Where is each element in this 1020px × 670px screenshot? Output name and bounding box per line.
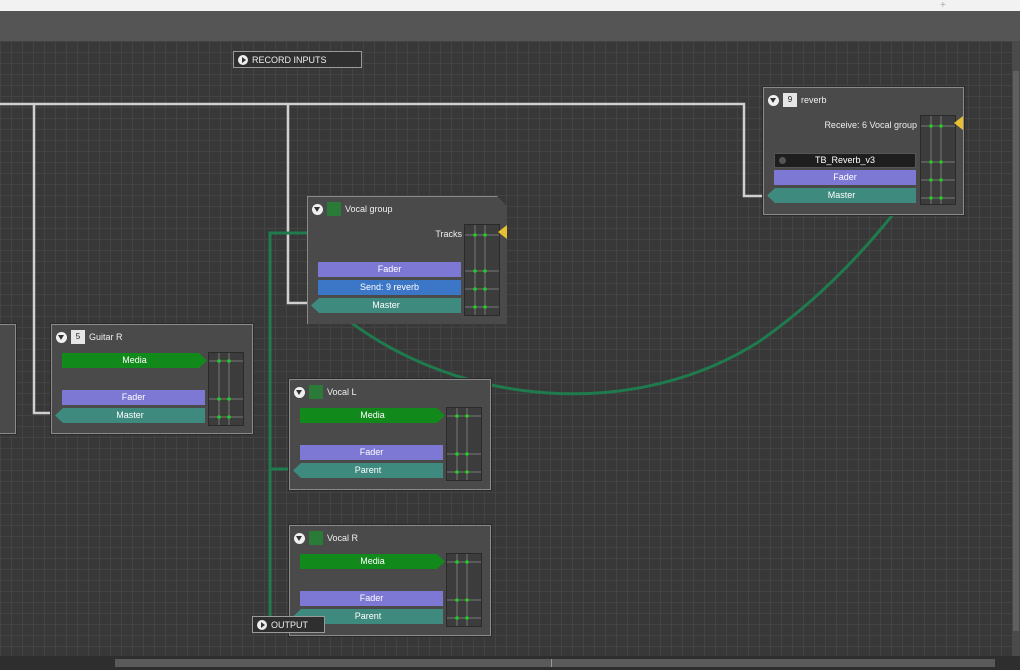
master-pin[interactable]: Master [55,408,205,423]
routing-matrix[interactable] [446,407,482,481]
media-pin[interactable]: Media [300,408,445,423]
window-top-strip: + [0,0,1020,11]
routing-matrix[interactable] [464,224,500,316]
track-color-badge [327,202,341,216]
vertical-scroll-thumb[interactable] [1013,71,1019,631]
receive-label: Receive: 6 Vocal group [824,120,917,130]
plugin-slot[interactable]: TB_Reverb_v3 [774,153,916,168]
output-arrow-icon [954,116,963,130]
matrix-grid [465,225,499,315]
crosshair-cursor-icon: + [940,0,946,11]
fader-pin[interactable]: Fader [774,170,916,185]
track-color-badge [309,531,323,545]
fader-pin[interactable]: Fader [62,390,205,405]
routing-matrix[interactable] [920,115,956,205]
play-icon [257,619,267,630]
media-pin[interactable]: Media [300,554,445,569]
node-vocal-r[interactable]: Vocal R Media Fader Parent [289,525,491,636]
fader-pin[interactable]: Fader [318,262,461,277]
node-header: Vocal group [312,201,393,217]
vertical-scrollbar[interactable] [1012,41,1020,656]
collapse-icon[interactable] [294,386,305,398]
node-vocal-l[interactable]: Vocal L Media Fader Parent [289,379,491,490]
collapse-icon[interactable] [294,532,305,544]
fader-pin[interactable]: Fader [300,591,443,606]
master-pin[interactable]: Master [311,298,461,313]
parent-pin[interactable]: Parent [293,463,443,478]
matrix-grid [447,554,481,626]
matrix-grid [447,408,481,480]
collapse-icon[interactable] [312,203,323,215]
send-pin[interactable]: Send: 9 reverb [318,280,461,295]
track-color-badge [309,385,323,399]
node-title: Vocal L [327,387,357,397]
collapse-icon[interactable] [56,331,67,343]
routing-matrix[interactable] [446,553,482,627]
node-reverb[interactable]: 9 reverb Receive: 6 Vocal group TB_Rever… [763,87,964,215]
track-number-badge: 5 [71,330,85,344]
matrix-grid [921,116,955,204]
routing-header-bar [0,11,1020,42]
wire-guitar-master [32,104,54,415]
node-title: Vocal group [345,204,393,214]
parent-pin[interactable]: Parent [293,609,443,624]
horizontal-scroll-thumb[interactable] [115,659,995,667]
routing-matrix[interactable] [208,352,244,426]
offscreen-node[interactable] [0,324,16,434]
node-title: reverb [801,95,827,105]
wire-master-bus [0,102,766,198]
collapse-icon[interactable] [768,94,779,106]
output-arrow-icon [498,225,507,239]
routing-canvas[interactable]: RECORD INPUTS 9 reverb Receive: 6 Vocal … [0,41,1012,656]
play-icon [238,54,248,65]
node-title: Guitar R [89,332,123,342]
node-vocal-group[interactable]: Vocal group Tracks Fader Send: 9 reverb … [307,196,507,324]
wire-vocalgroup-master [286,104,310,305]
fader-pin[interactable]: Fader [300,445,443,460]
node-header: 5 Guitar R [56,329,123,345]
node-title: Vocal R [327,533,359,543]
media-pin[interactable]: Media [62,353,207,368]
record-inputs-button[interactable]: RECORD INPUTS [233,51,362,68]
master-pin[interactable]: Master [767,188,916,203]
tracks-label: Tracks [435,229,462,239]
node-header: Vocal R [294,530,358,546]
matrix-grid [209,353,243,425]
node-header: Vocal L [294,384,357,400]
track-number-badge: 9 [783,93,797,107]
output-button[interactable]: OUTPUT [252,616,325,633]
node-guitar-r[interactable]: 5 Guitar R Media Fader Master [51,324,253,434]
node-header: 9 reverb [768,92,827,108]
horizontal-scrollbar[interactable] [0,656,1020,670]
scroll-grip [551,659,552,667]
